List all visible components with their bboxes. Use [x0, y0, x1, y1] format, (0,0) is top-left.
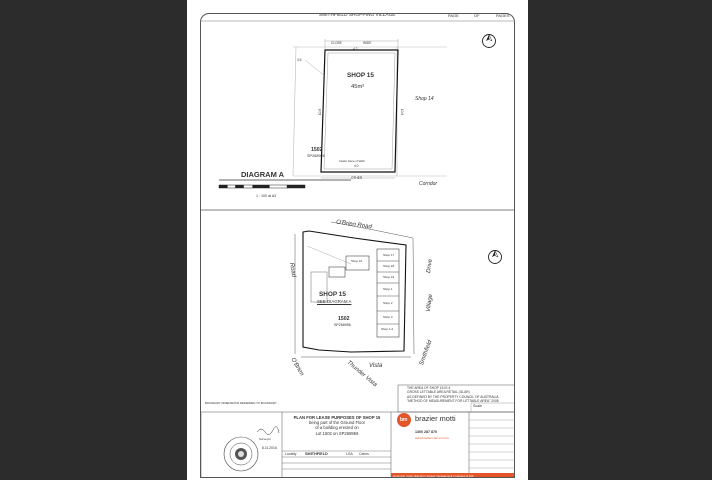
plan-title-line: PLAN FOR LEASE PURPOSES OF SHOP 15: [293, 415, 381, 420]
plan-title-line: Lot 1502 on SP268956: [315, 430, 359, 436]
small-shop-label: Shop 17: [383, 253, 395, 257]
drawing-canvas: [201, 20, 514, 477]
diagram-a-lot-number: 1502: [311, 147, 323, 153]
page-of-label: OF: [474, 13, 480, 18]
top-dim-2: WIDE: [363, 41, 372, 45]
diagram-a-plan-number: SP268956: [307, 154, 325, 158]
top-dim-1: CLOSE: [331, 41, 342, 45]
small-shop-label: Shop 19: [383, 275, 395, 279]
document-sheet: SMITHFIELD SHOPPING VILLAGE PAGE OF PAGE…: [187, 0, 528, 480]
overview-plan-number: SP268956: [334, 323, 351, 327]
overview-lot-number: 1502: [338, 316, 350, 322]
lga-label: LGA: [346, 452, 353, 456]
left-note: BOUNDARY DIMENSIONS REFERRED TO BOUNDARY…: [205, 401, 279, 405]
drawing-frame: SMITHFIELD SHOPPING VILLAGE PAGE OF PAGE…: [200, 13, 515, 478]
plan-title: PLAN FOR LEASE PURPOSES OF SHOP 15 being…: [285, 415, 389, 436]
diagram-a-scale-note: 1 : 100 at A3: [256, 194, 277, 198]
company-web: www.braziermotti.com.au: [415, 436, 449, 440]
scale-bar: [218, 184, 306, 189]
wall-face-note: Inside Face of Wall: [339, 159, 365, 163]
left-dim-1: 3.5: [297, 58, 302, 62]
left-dim-2: 10.8: [318, 108, 323, 116]
road-label-vista: Vista: [369, 363, 383, 369]
bottom-dim-2: OTHER: [351, 176, 363, 180]
small-shop-label: Shop 16: [351, 259, 363, 263]
brazier-motti-logo: [397, 413, 411, 427]
diagram-a-shop-name: SHOP 15: [347, 72, 374, 79]
plan-title-line: of a building erected on: [315, 425, 359, 431]
lot-1502-boundary: [302, 230, 407, 353]
area-note-line: AS DEFINED BY THE PROPERTY COUNCIL OF AU…: [407, 394, 499, 399]
company-phone: 1300 287 870: [415, 430, 437, 434]
small-shop-label: Shop 1: [383, 287, 393, 291]
overview-shop-name: SHOP 15: [319, 291, 346, 298]
small-shop-label: Shop 18: [383, 264, 395, 268]
area-note-line: GROSS LETTABLE AREA RETAIL (GLAR): [407, 390, 470, 395]
small-shop-label: Shop 3: [383, 315, 393, 319]
north-arrow-icon: [488, 250, 502, 264]
right-dim-1: 10.8: [400, 108, 405, 116]
locality-label: Locality: [285, 452, 297, 456]
diagram-a-shop-area: 45m²: [351, 84, 365, 90]
area-note-box: [397, 384, 514, 413]
shop-15-outline: [320, 49, 399, 173]
surveyor-label: Surveyor: [259, 437, 272, 441]
top-dim-3: 4.2: [353, 47, 358, 51]
lga-value: Cairns: [359, 452, 369, 456]
overview-plan: [294, 221, 415, 358]
locality-value: SMITHFIELD: [305, 452, 328, 456]
diagram-a-title: DIAGRAM A: [241, 170, 285, 179]
north-arrow-icon: [482, 34, 496, 48]
title-block: [201, 411, 514, 477]
pages-label: PAGES: [496, 13, 510, 18]
small-shop-label: Shop 1-2: [381, 327, 394, 331]
area-note-line: "METHOD OF MEASUREMENT FOR LETTABLE AREA…: [407, 398, 499, 403]
centre-title: SMITHFIELD SHOPPING VILLAGE: [319, 13, 396, 18]
neighbour-shop-label: Shop 14: [415, 96, 434, 102]
logo-letters: bm: [400, 417, 408, 423]
signature-date: 8.11.2016: [262, 446, 277, 450]
company-name: brazier motti: [415, 414, 456, 423]
corridor-label: Corridor: [419, 181, 438, 187]
bottom-dim-1: 4.0: [354, 164, 359, 168]
signature-mark: [256, 426, 280, 435]
area-note: THE AREA OF SHOP 15 IS 4 GROSS LETTABLE …: [407, 386, 499, 403]
footer-tags: surveying | town planning | project mana…: [393, 474, 474, 478]
page-label: PAGE: [448, 13, 459, 18]
area-scale-label: Scale: [473, 404, 482, 408]
see-diagram-note: SEE DIAGRAM A: [317, 299, 352, 304]
diagram-a: [218, 39, 447, 189]
plan-title-line: being part of the Ground Floor: [308, 420, 366, 426]
area-note-line: THE AREA OF SHOP 15 IS 4: [407, 386, 451, 390]
surveyor-seal-icon: [223, 436, 259, 472]
small-shop-label: Shop 2: [383, 301, 393, 305]
